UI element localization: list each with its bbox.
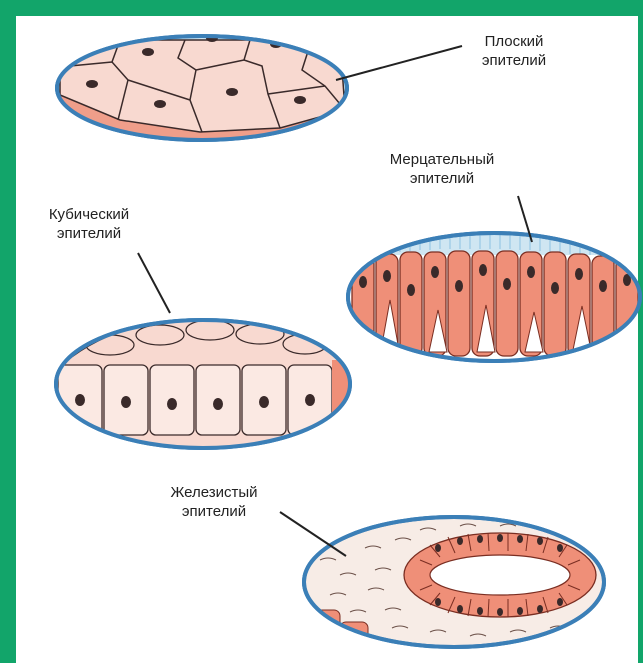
cuboidal-epithelium-label: Кубический эпителий <box>22 205 156 243</box>
glandular-epithelium-label: Железистый эпителий <box>146 483 282 521</box>
squamous-leader-line <box>336 46 462 80</box>
squamous-epithelium-illustration <box>57 34 347 150</box>
ciliated-epithelium-illustration <box>345 233 643 365</box>
glandular-epithelium-illustration <box>304 517 604 652</box>
glandular-leader-line <box>280 512 346 556</box>
squamous-epithelium-label: Плоский эпителий <box>462 32 566 70</box>
cuboidal-epithelium-illustration <box>56 318 354 450</box>
ciliated-epithelium-label: Мерцательный эпителий <box>366 150 518 188</box>
cuboidal-leader-line <box>138 253 170 313</box>
